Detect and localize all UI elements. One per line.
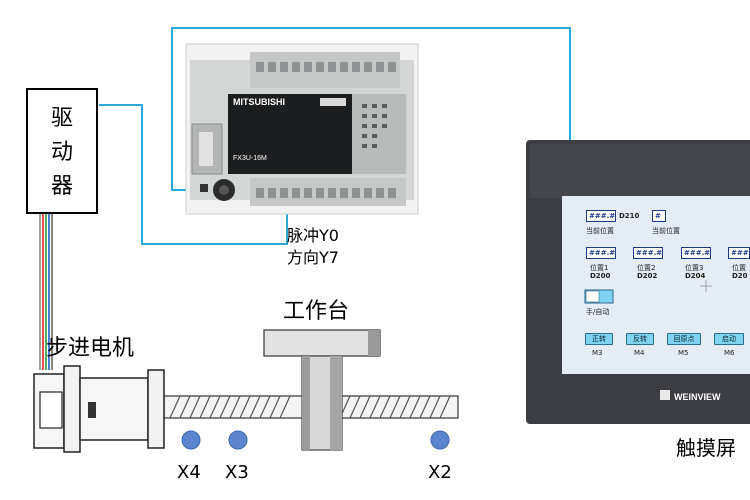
plc-model: FX3U-16M xyxy=(233,155,267,162)
sensor-x3-dot xyxy=(228,430,248,450)
position-1-register: D200 xyxy=(590,272,611,280)
mode-toggle-switch[interactable] xyxy=(585,290,613,303)
wire-driver-to-plc xyxy=(99,104,288,245)
plc-unit xyxy=(185,43,419,215)
position-1-label: 位置1 xyxy=(590,264,609,272)
position-2-label: 位置2 xyxy=(637,264,656,272)
sensor-x2-dot xyxy=(430,430,450,450)
driver-char-2: 动 xyxy=(50,140,73,165)
position-2-input[interactable]: ###.# xyxy=(633,247,663,259)
plc-brand: MITSUBISHI xyxy=(233,97,285,107)
table-label: 工作台 xyxy=(283,299,350,324)
hmi-device xyxy=(526,140,750,424)
position-4-label: 位置 xyxy=(732,264,746,272)
home-button[interactable]: 回原点 xyxy=(667,333,701,345)
driver-char-1: 驱 xyxy=(50,106,73,131)
position-4-register: D20 xyxy=(732,272,748,280)
position-3-input[interactable]: ###.# xyxy=(681,247,711,259)
worktable xyxy=(263,329,381,451)
position-4-input[interactable]: ###. xyxy=(728,247,750,259)
direction-output-label: 方向Y7 xyxy=(287,248,339,267)
reverse-button[interactable]: 反转 xyxy=(626,333,654,345)
position-2-register: D202 xyxy=(637,272,658,280)
position-3-register: D204 xyxy=(685,272,706,280)
stepper-motor xyxy=(33,365,165,453)
hmi-label: 触摸屏 xyxy=(676,436,736,460)
pulse-output-label: 脉冲Y0 xyxy=(287,226,339,245)
current-position-display-2: # xyxy=(652,210,666,222)
start-register: M6 xyxy=(724,349,735,357)
driver-box: 驱 动 器 xyxy=(26,88,98,214)
forward-register: M3 xyxy=(592,349,603,357)
motor-label: 步进电机 xyxy=(46,336,135,361)
position-3-label: 位置3 xyxy=(685,264,704,272)
current-position-caption-2: 当前位置 xyxy=(652,227,680,235)
sensor-x3-label: X3 xyxy=(225,462,249,483)
position-1-input[interactable]: ###.# xyxy=(586,247,616,259)
sensor-x2-label: X2 xyxy=(428,462,452,483)
forward-button[interactable]: 正转 xyxy=(585,333,613,345)
sensor-x4-label: X4 xyxy=(177,462,201,483)
current-position-caption: 当前位置 xyxy=(586,227,614,235)
driver-char-3: 器 xyxy=(50,174,73,199)
start-button[interactable]: 启动 xyxy=(714,333,744,345)
current-position-display: ###.# xyxy=(586,210,616,222)
home-register: M5 xyxy=(678,349,689,357)
current-position-register: D210 xyxy=(619,212,640,220)
hmi-brand: WEINVIEW xyxy=(674,392,721,402)
reverse-register: M4 xyxy=(634,349,645,357)
wire-plc-to-hmi xyxy=(171,27,571,191)
mode-toggle-label: 手/自动 xyxy=(586,308,610,316)
sensor-x4-dot xyxy=(181,430,201,450)
